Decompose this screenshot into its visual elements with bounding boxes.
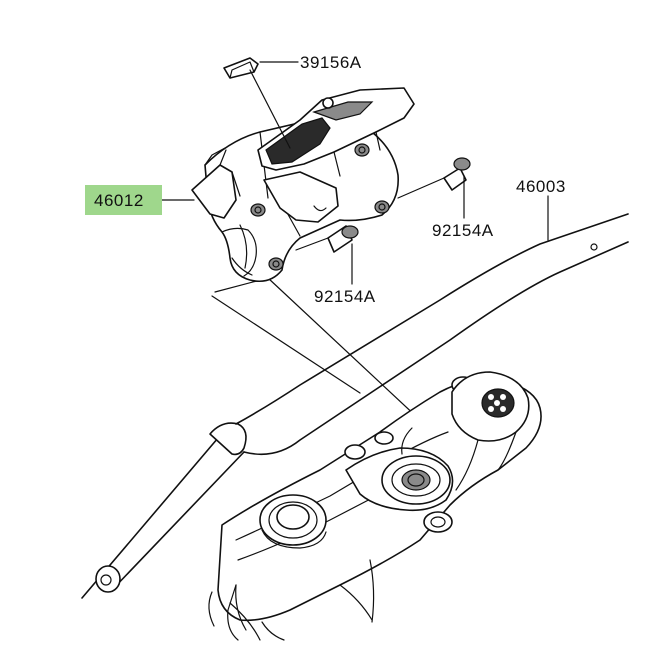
label-highlight xyxy=(85,185,162,215)
label-92154a-upper[interactable]: 92154A xyxy=(432,221,494,240)
pad-39156a xyxy=(223,57,291,149)
upper-clamp xyxy=(208,371,542,641)
handlebar-holder-46012 xyxy=(191,87,415,283)
handlebar xyxy=(81,213,629,599)
fork-tubes xyxy=(227,559,375,641)
label-92154a-lower[interactable]: 92154A xyxy=(314,287,376,306)
label-39156a[interactable]: 39156A xyxy=(300,53,362,72)
label-leaders xyxy=(161,61,549,285)
label-46012[interactable]: 46012 xyxy=(94,191,144,210)
bolt-upper xyxy=(397,157,471,199)
bolt-lower xyxy=(295,225,359,253)
label-46003[interactable]: 46003 xyxy=(516,177,566,196)
